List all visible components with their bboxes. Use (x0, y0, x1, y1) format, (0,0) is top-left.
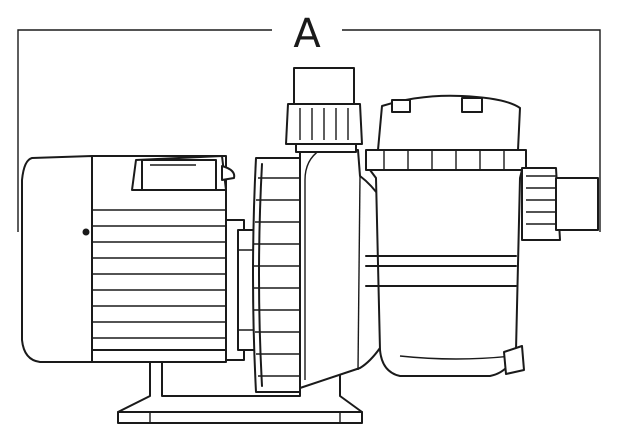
motor-body (91, 155, 227, 363)
motor-flange (225, 219, 257, 361)
pump-clamp-ring (252, 157, 301, 393)
strainer-lid (365, 94, 527, 171)
motor-fan-cover (21, 155, 93, 363)
dimension-a: A (17, 11, 601, 232)
drain-plug (503, 345, 525, 375)
suction-inlet (521, 167, 599, 241)
dimension-label: A (293, 11, 321, 57)
discharge-outlet (285, 67, 363, 153)
strainer-basket (365, 169, 523, 377)
pump-base (117, 351, 363, 424)
terminal-box (131, 155, 236, 191)
